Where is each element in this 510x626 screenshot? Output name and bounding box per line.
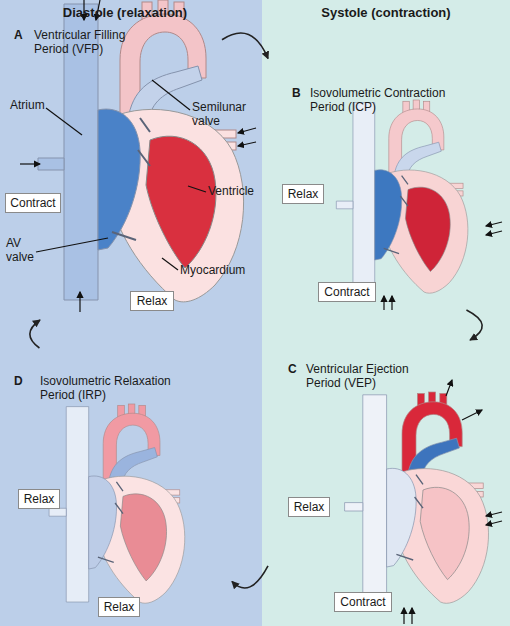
state-label: Relax xyxy=(288,187,319,201)
panel-title: Ventricular Filling Period (VFP) xyxy=(34,28,152,56)
state-label: Relax xyxy=(294,500,325,514)
phase-title: Diastole (relaxation) xyxy=(40,5,210,21)
state-label: Relax xyxy=(137,294,168,308)
flow-arrow xyxy=(20,163,40,164)
leader-line xyxy=(188,186,206,192)
panel-letter: B xyxy=(292,86,308,100)
part-label: AV valve xyxy=(6,236,40,264)
contraction-arrow xyxy=(383,296,384,310)
part-label: Myocardium xyxy=(180,263,260,277)
state-box: Contract xyxy=(334,592,392,612)
panel-letter: C xyxy=(288,362,304,376)
state-box: Relax xyxy=(98,597,140,617)
state-box: Relax xyxy=(282,184,324,204)
contraction-arrow xyxy=(403,608,404,624)
state-label: Contract xyxy=(340,595,385,609)
contraction-arrow xyxy=(391,296,392,310)
state-label: Contract xyxy=(324,285,369,299)
part-label: Ventricle xyxy=(208,184,268,198)
phase-title: Systole (contraction) xyxy=(301,5,471,21)
state-box: Contract xyxy=(5,193,61,213)
cycle-arrow xyxy=(232,566,268,588)
part-label: Semilunar valve xyxy=(192,100,262,128)
contraction-arrow xyxy=(411,608,412,624)
state-label: Relax xyxy=(104,600,135,614)
panel-title: Isovolumetric Contraction Period (ICP) xyxy=(310,86,470,114)
state-box: Contract xyxy=(318,282,376,302)
state-label: Contract xyxy=(10,196,55,210)
panel-letter: D xyxy=(14,374,30,388)
state-label: Relax xyxy=(24,492,55,506)
panel-title: Isovolumetric Relaxation Period (IRP) xyxy=(40,374,200,402)
flow-arrow xyxy=(79,292,80,312)
cycle-arrow xyxy=(222,33,268,58)
cycle-arrow xyxy=(466,310,482,340)
state-box: Relax xyxy=(288,497,330,517)
panel-letter: A xyxy=(14,28,30,42)
state-box: Relax xyxy=(18,489,60,509)
part-label: Atrium xyxy=(10,98,70,112)
cycle-arrow xyxy=(30,320,40,348)
leader-line xyxy=(162,258,178,270)
panel-title: Ventricular Ejection Period (VEP) xyxy=(306,362,431,390)
state-box: Relax xyxy=(130,291,174,311)
